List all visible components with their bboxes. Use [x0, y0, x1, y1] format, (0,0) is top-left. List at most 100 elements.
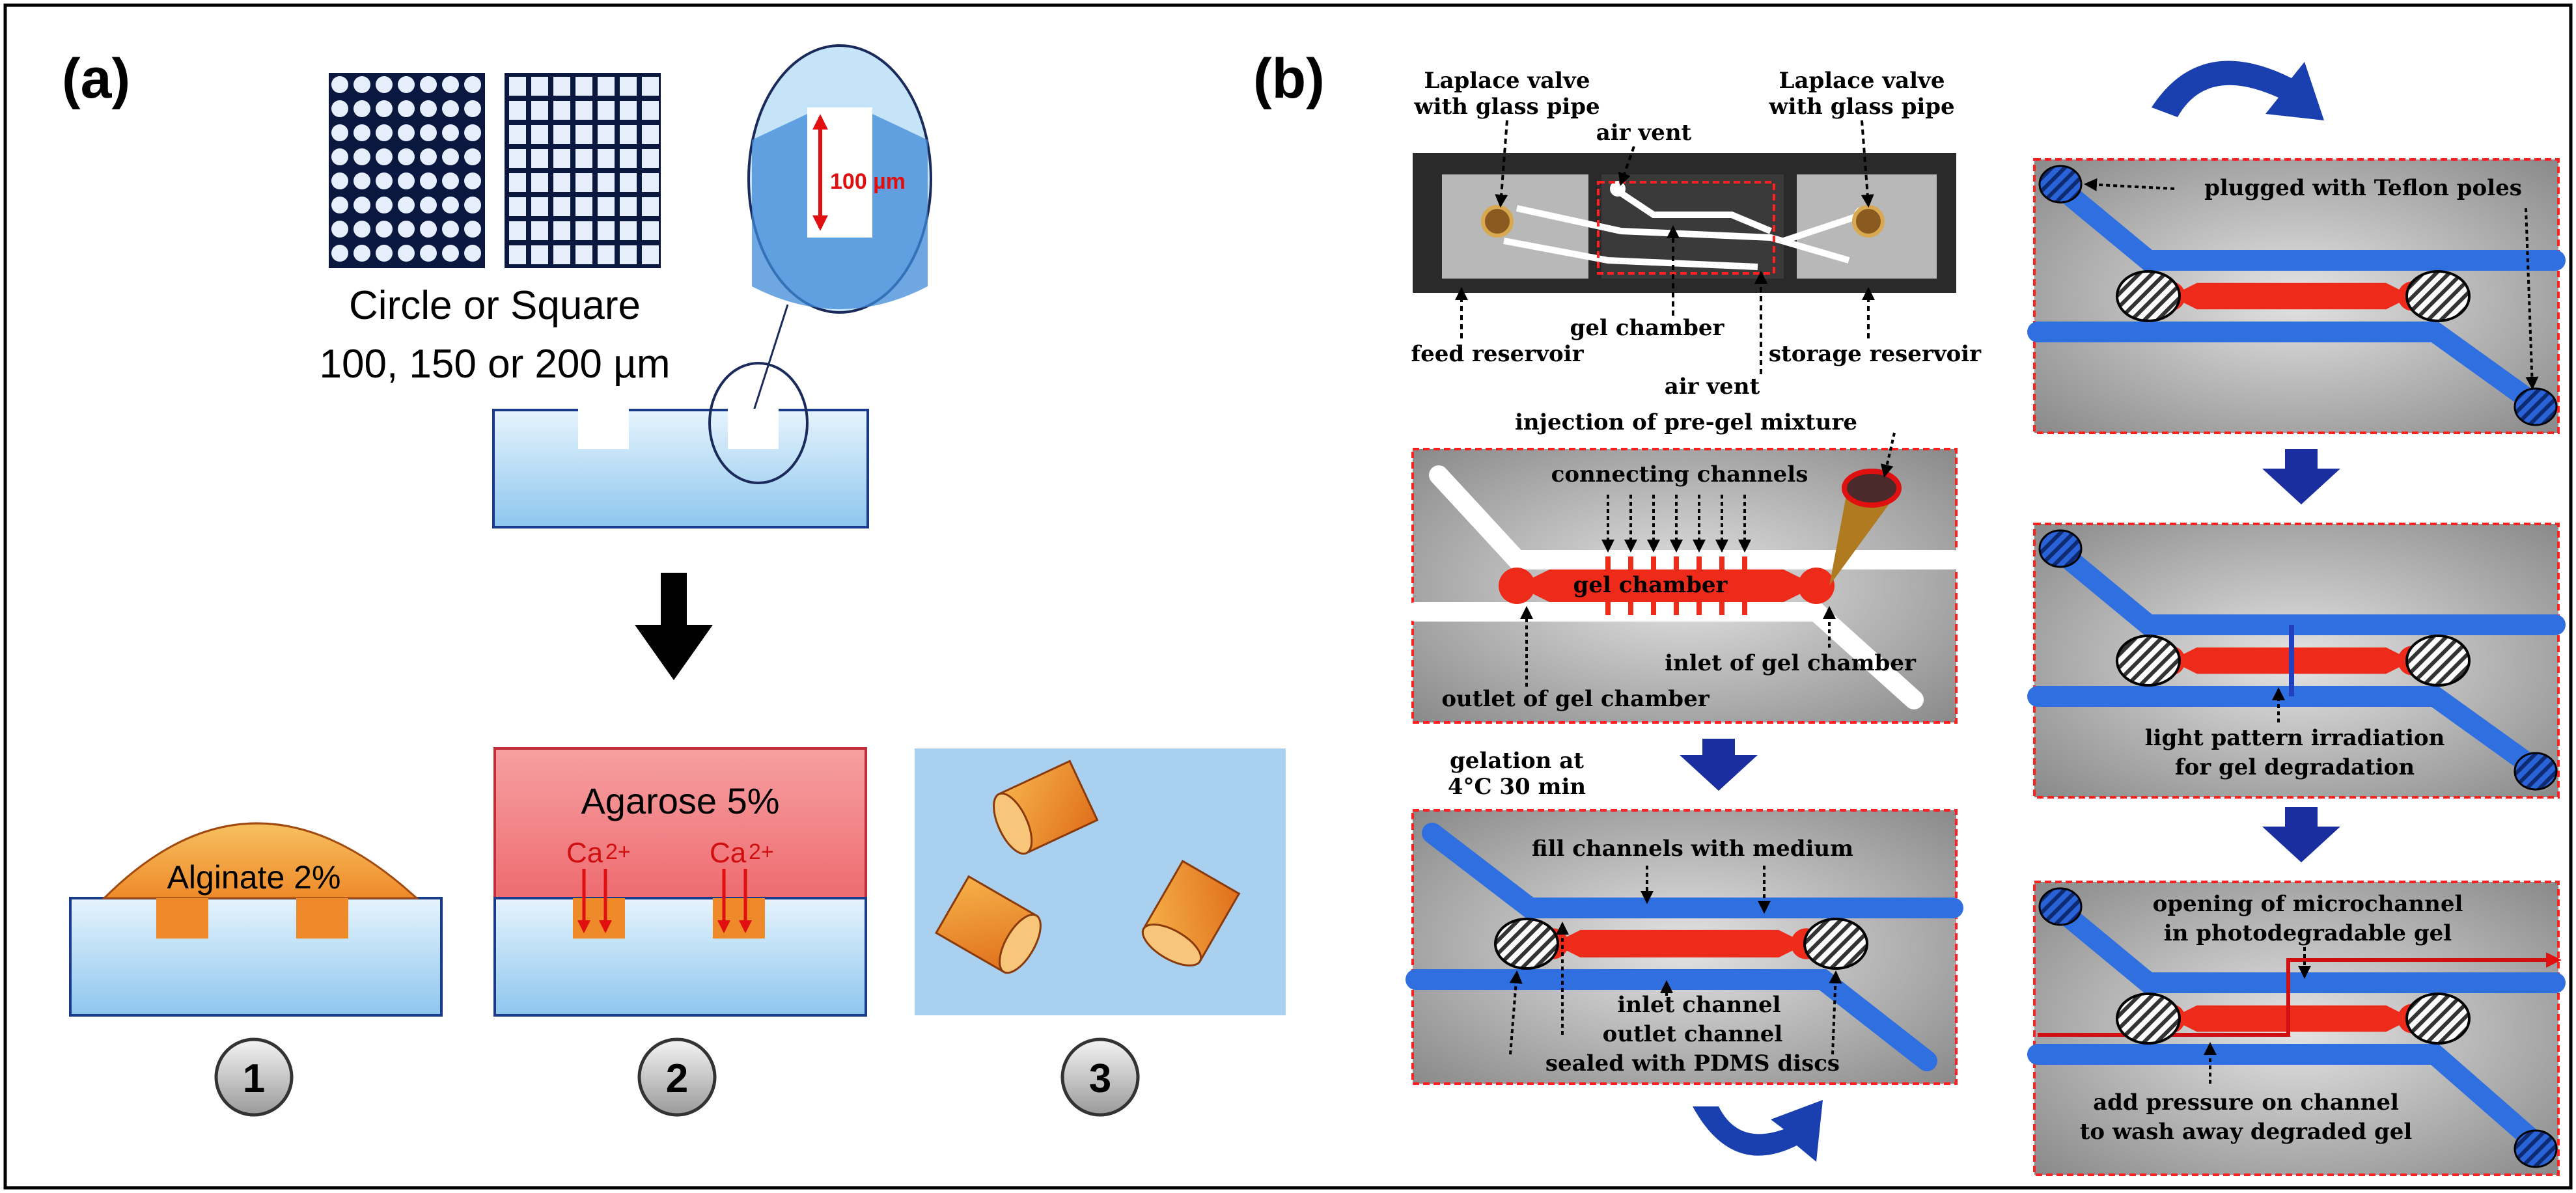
mask-circle-well [464, 197, 481, 213]
mask-square-well [509, 149, 526, 168]
mask-square-well [553, 197, 570, 216]
mask-square-well [642, 221, 659, 240]
mask-circle-well [464, 100, 481, 117]
outlet-channel-label: outlet channel [1603, 1021, 1783, 1047]
down-arrow-icon [1680, 739, 1758, 791]
laplace-left-line1: Laplace valve [1424, 68, 1590, 94]
mask-square-well [642, 125, 659, 144]
mask-circle-well [376, 76, 393, 93]
connecting-channels-label: connecting channels [1551, 461, 1808, 487]
mask-circle-well [353, 221, 370, 238]
svg-text:2: 2 [666, 1056, 688, 1101]
down-arrow-icon [2262, 449, 2340, 504]
circle-pattern-mask [329, 73, 485, 268]
sealed-label: sealed with PDMS discs [1545, 1050, 1840, 1076]
mask-square-well [642, 77, 659, 96]
mask-circle-well [331, 172, 348, 189]
svg-text:1: 1 [243, 1056, 265, 1101]
feed-reservoir-label: feed reservoir [1411, 341, 1585, 367]
mask-square-well [575, 173, 592, 192]
laplace-left-line2: with glass pipe [1413, 94, 1600, 120]
mask-square-well [620, 101, 637, 120]
mask-square-well [531, 197, 548, 216]
mask-circle-well [442, 172, 459, 189]
mask-circle-well [420, 245, 437, 262]
mask-square-well [553, 173, 570, 192]
mask-circle-well [442, 245, 459, 262]
mask-circle-well [464, 124, 481, 141]
mask-square-well [642, 149, 659, 168]
mask-square-well [598, 77, 615, 96]
step-number-3: 3 [1060, 1037, 1140, 1117]
mask-square-well [598, 173, 615, 192]
mask-circle-well [442, 76, 459, 93]
mask-square-well [575, 125, 592, 144]
device-overview: Laplace valve with glass pipe Laplace va… [1411, 68, 1982, 400]
substrate-with-wells [492, 362, 869, 528]
gelation-line2: 4°C 30 min [1448, 774, 1586, 800]
inlet-of-gel-chamber-label: inlet of gel chamber [1665, 650, 1917, 676]
wash-line1: add pressure on channel [2093, 1090, 2399, 1116]
calcium-charge-right: 2+ [749, 840, 774, 864]
mask-square-well [509, 221, 526, 240]
mask-circle-well [376, 221, 393, 238]
gel-chamber-label: gel chamber [1570, 315, 1725, 341]
mask-square-well [509, 101, 526, 120]
panel-a-label: (a) [62, 48, 130, 110]
mask-square-well [509, 77, 526, 96]
mask-square-well [575, 221, 592, 240]
mask-circle-well [464, 245, 481, 262]
shape-caption-line1: Circle or Square [349, 283, 641, 328]
mask-square-well [598, 149, 615, 168]
mask-square-well [531, 221, 548, 240]
mask-circle-well [376, 100, 393, 117]
mask-square-well [531, 77, 548, 96]
mask-circle-well [442, 148, 459, 165]
mask-circle-well [420, 172, 437, 189]
mask-circle-well [353, 124, 370, 141]
step1-alginate: Alginate 2% [69, 822, 443, 1017]
mask-square-well [642, 197, 659, 216]
well-zoom-callout: 100 µm [747, 44, 932, 417]
mask-square-well [575, 245, 592, 264]
mask-square-well [642, 101, 659, 120]
mask-circle-well [353, 172, 370, 189]
air-vent-bottom-label: air vent [1665, 374, 1760, 400]
scale-bar-label: 100 µm [830, 169, 906, 194]
step1-label: Alginate 2% [167, 859, 341, 896]
gelation-line1: gelation at [1450, 748, 1584, 774]
calcium-charge-left: 2+ [605, 840, 631, 864]
mask-square-well [620, 77, 637, 96]
mask-circle-well [353, 76, 370, 93]
mask-circle-well [331, 245, 348, 262]
mask-square-well [620, 125, 637, 144]
mask-square-well [531, 173, 548, 192]
plugged-teflon-label: plugged with Teflon poles [2204, 175, 2522, 201]
mask-square-well [553, 221, 570, 240]
mask-square-well [620, 149, 637, 168]
pipette-icon [1829, 469, 1902, 586]
mask-circle-well [420, 124, 437, 141]
mask-square-well [575, 101, 592, 120]
mask-circle-well [442, 197, 459, 213]
opening-microchannel-panel: opening of microchannel in photodegradab… [2027, 881, 2566, 1176]
mask-square-well [620, 245, 637, 264]
mask-circle-well [398, 245, 415, 262]
light-pattern-line2: for gel degradation [2175, 754, 2415, 780]
mask-circle-well [376, 172, 393, 189]
mask-square-well [642, 245, 659, 264]
mask-circle-well [420, 100, 437, 117]
step-number-2: 2 [637, 1037, 717, 1117]
teflon-plug-panel: plugged with Teflon poles [2027, 158, 2566, 434]
step3-released-microgels [915, 748, 1286, 1015]
fill-medium-panel: fill channels with medium inlet channel … [1406, 809, 1963, 1085]
curved-arrow-top-icon [2152, 61, 2324, 120]
step2-agarose: Agarose 5% Ca 2+ Ca 2+ [493, 747, 867, 1017]
mask-circle-well [398, 100, 415, 117]
mask-square-well [509, 245, 526, 264]
laplace-right-line2: with glass pipe [1768, 94, 1954, 120]
mask-circle-well [331, 100, 348, 117]
step2-label: Agarose 5% [581, 780, 779, 821]
wash-line2: to wash away degraded gel [2080, 1119, 2413, 1145]
